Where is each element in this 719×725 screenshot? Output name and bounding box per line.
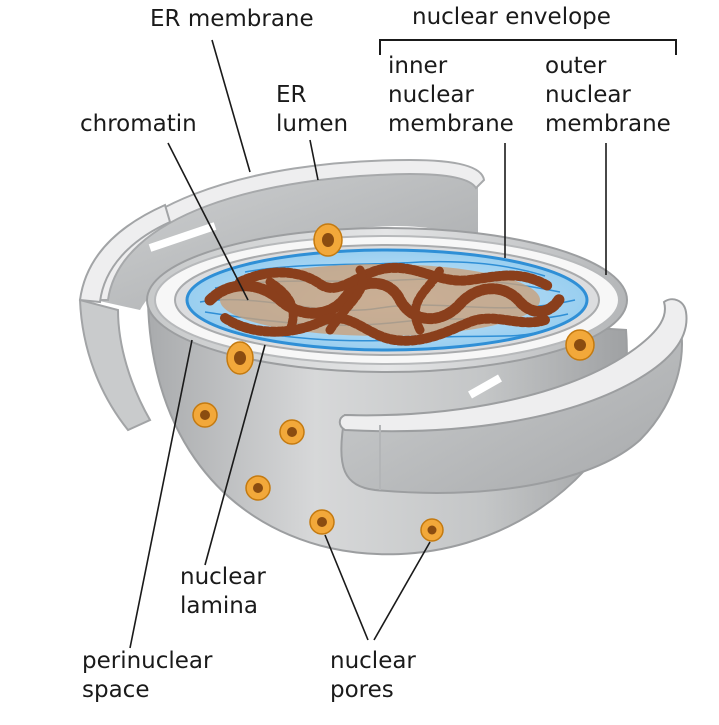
nuclear-pore [420, 518, 444, 542]
label-nuclear-lamina: nuclear lamina [180, 564, 266, 619]
label-nuclear-pores: nuclear pores [330, 648, 416, 703]
leader-lines [129, 39, 607, 649]
er-sheet-front [338, 298, 688, 494]
label-chromatin: chromatin [80, 111, 197, 137]
label-er-lumen: ER lumen [276, 82, 349, 137]
leader-pore-b [373, 541, 431, 641]
leader-chromatin [167, 142, 249, 301]
leader-nuclear-lamina [204, 344, 266, 566]
nuclear-pore [309, 509, 335, 535]
chromatin [204, 262, 566, 346]
nuclear-pore [226, 341, 254, 375]
nuclear-pore [279, 419, 305, 445]
nuclear-pore [245, 475, 271, 501]
nuclear-pore [192, 402, 218, 428]
nuclear-pores [192, 223, 595, 542]
er-sheet-left [78, 203, 172, 432]
leader-er-membrane [211, 39, 251, 173]
leader-perinuclear-space [129, 339, 193, 649]
label-inner-nuclear-membrane: inner nuclear membrane [388, 53, 514, 137]
label-nuclear-envelope: nuclear envelope [412, 4, 611, 30]
leader-er-lumen [309, 139, 319, 181]
leader-pore-a [324, 534, 369, 641]
label-outer-nuclear-membrane: outer nuclear membrane [545, 53, 671, 137]
nuclear-pore [565, 329, 595, 361]
nuclear-pore [313, 223, 343, 257]
label-perinuclear-space: perinuclear space [82, 648, 213, 703]
nuclear-envelope-bracket [379, 39, 677, 55]
label-er-membrane: ER membrane [150, 6, 314, 32]
